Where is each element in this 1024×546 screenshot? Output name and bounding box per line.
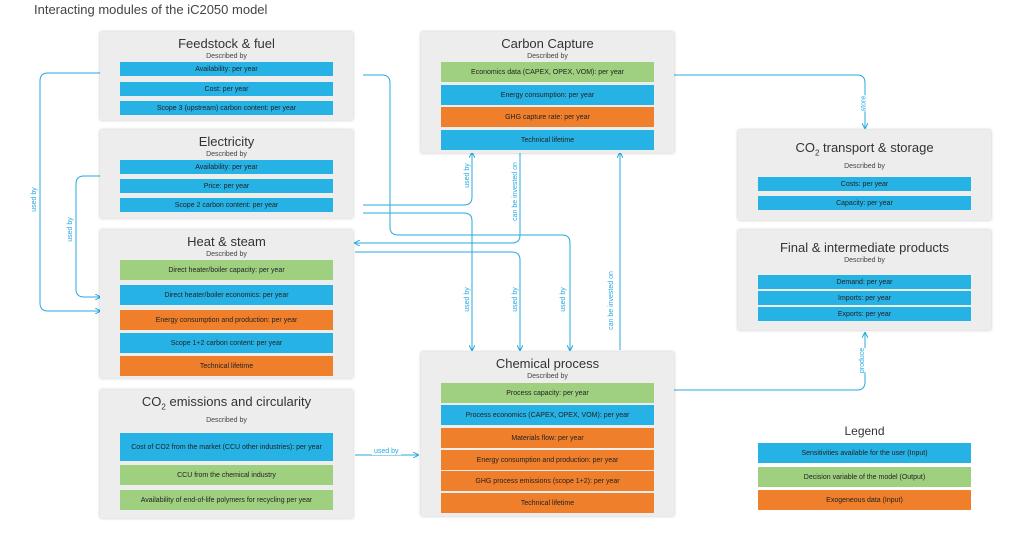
module-title: Final & intermediate products — [779, 240, 950, 255]
module-feedstock-fuel: Feedstock & fuel Described by Availabili… — [100, 32, 353, 120]
module-heat-steam: Heat & steam Described by Direct heater/… — [100, 230, 353, 378]
label-used-by-cc: used by — [463, 163, 471, 188]
connector-electricity-chemical — [363, 212, 472, 350]
chem-process-economics: Process economics (CAPEX, OPEX, VOM): pe… — [441, 405, 654, 425]
described-by: Described by — [527, 373, 568, 380]
connector-electricity-heat — [75, 175, 100, 297]
connector-feedstock-heat — [39, 72, 100, 311]
described-by: Described by — [844, 257, 885, 264]
connector-chemical-products — [674, 333, 865, 391]
cc-technical-lifetime: Technical lifetime — [441, 130, 654, 150]
electricity-availability: Availability: per year — [120, 160, 333, 174]
module-title: Carbon Capture — [501, 36, 594, 51]
feedstock-availability: Availability: per year — [120, 62, 333, 76]
co2-ccu-chemical: CCU from the chemical industry — [120, 465, 333, 485]
described-by: Described by — [206, 251, 247, 258]
module-title: Electricity — [198, 134, 255, 149]
chem-technical-lifetime: Technical lifetime — [441, 493, 654, 513]
feedstock-scope3: Scope 3 (upstream) carbon content: per y… — [120, 101, 333, 115]
module-title: CO2 transport & storage — [795, 140, 934, 158]
label-used-by-co2: used by — [372, 448, 401, 455]
described-by: Described by — [206, 151, 247, 158]
page-title: Interacting modules of the iC2050 model — [34, 2, 268, 17]
legend-title: Legend — [844, 424, 885, 438]
label-used-by-feedstock: used by — [30, 187, 38, 212]
heat-boiler-economics: Direct heater/boiler economics: per year — [120, 285, 333, 305]
electricity-scope2: Scope 2 carbon content: per year — [120, 198, 333, 212]
module-co2-emissions: CO2 emissions and circularity Described … — [100, 390, 353, 518]
module-electricity: Electricity Described by Availability: p… — [100, 130, 353, 218]
legend-output: Decision variable of the model (Output) — [758, 467, 971, 487]
co2-polymers-availability: Availability of end-of-life polymers for… — [120, 490, 333, 510]
heat-scope12: Scope 1+2 carbon content: per year — [120, 333, 333, 353]
module-chemical-process: Chemical process Described by Process ca… — [421, 352, 674, 516]
chem-materials-flow: Materials flow: per year — [441, 428, 654, 448]
module-title: CO2 emissions and circularity — [141, 394, 312, 412]
chem-energy-consumption: Energy consumption and production: per y… — [441, 450, 654, 470]
chem-ghg-emissions: GHG process emissions (scope 1+2): per y… — [441, 471, 654, 491]
feedstock-cost: Cost: per year — [120, 82, 333, 96]
products-imports: Imports: per year — [758, 291, 971, 305]
chem-process-capacity: Process capacity: per year — [441, 383, 654, 403]
cc-energy-consumption: Energy consumption: per year — [441, 85, 654, 105]
label-can-be-invested-cc: can be invested on — [511, 162, 519, 221]
legend-input: Sensitivities available for the user (In… — [758, 443, 971, 463]
label-used-by-chem-3: used by — [559, 287, 567, 312]
transport-costs: Costs: per year — [758, 177, 971, 191]
module-title: Feedstock & fuel — [178, 36, 275, 51]
described-by: Described by — [206, 416, 247, 424]
label-used-by-electricity: used by — [66, 217, 74, 242]
module-final-products: Final & intermediate products Described … — [738, 230, 991, 330]
legend-exogenous: Exogeneous data (Input) — [758, 490, 971, 510]
connector-carboncapture-heat — [355, 153, 521, 243]
connector-electricity-carboncapture — [363, 153, 472, 206]
products-demand: Demand: per year — [758, 275, 971, 289]
label-used-by-chem-2: used by — [511, 287, 519, 312]
label-can-be-invested-chem: can be invested on — [607, 271, 615, 330]
module-carbon-capture: Carbon Capture Described by Economics da… — [421, 32, 674, 153]
heat-energy-consumption: Energy consumption and production: per y… — [120, 310, 333, 330]
heat-technical-lifetime: Technical lifetime — [120, 356, 333, 376]
described-by: Described by — [844, 162, 885, 170]
connector-feedstock-chemical — [363, 74, 570, 350]
described-by: Described by — [527, 53, 568, 60]
electricity-price: Price: per year — [120, 179, 333, 193]
module-co2-transport-storage: CO2 transport & storage Described by Cos… — [738, 130, 991, 220]
label-used-by-chem-1: used by — [463, 287, 471, 312]
module-title: Chemical process — [495, 356, 600, 371]
label-produce: produce — [859, 347, 867, 374]
connector-carboncapture-transport — [674, 74, 865, 128]
label-store: store — [860, 95, 868, 112]
described-by: Described by — [206, 53, 247, 60]
cc-capture-rate: GHG capture rate: per year — [441, 107, 654, 127]
transport-capacity: Capacity: per year — [758, 196, 971, 210]
module-title: Heat & steam — [187, 234, 266, 249]
connector-heat-chemical — [355, 251, 520, 350]
products-exports: Exports: per year — [758, 307, 971, 321]
co2-market-cost: Cost of CO2 from the market (CCU other i… — [120, 433, 333, 461]
cc-economics: Economics data (CAPEX, OPEX, VOM): per y… — [441, 62, 654, 82]
heat-boiler-capacity: Direct heater/boiler capacity: per year — [120, 260, 333, 280]
